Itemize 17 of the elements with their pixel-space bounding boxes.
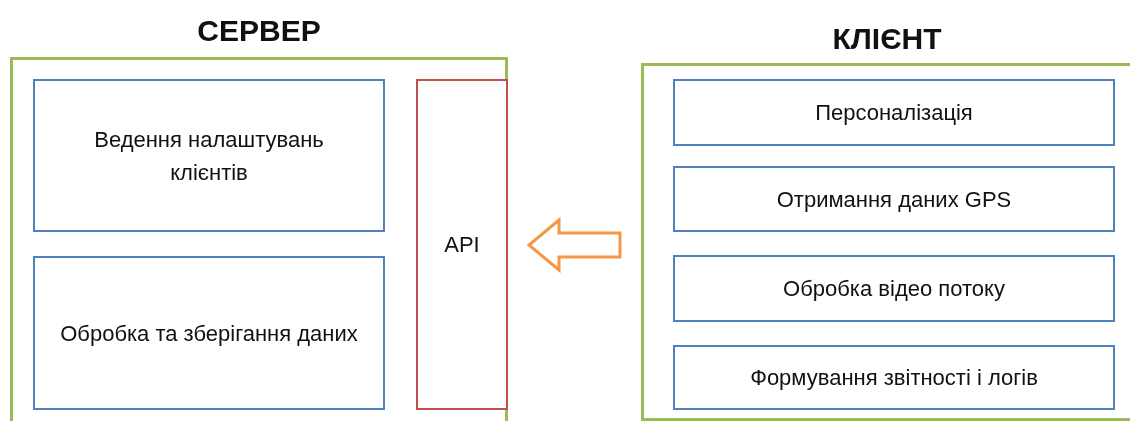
- box-label: Отримання даних GPS: [776, 185, 1012, 214]
- process-box: [33, 79, 385, 232]
- group-title: КЛІЄНТ: [832, 22, 942, 56]
- box-label: Формування звітності і логів: [750, 364, 1038, 392]
- process-box: [673, 166, 1115, 232]
- process-box: [673, 79, 1115, 146]
- group-title: СЕРВЕР: [197, 14, 321, 48]
- box-label: Обробка відео потоку: [783, 275, 1005, 303]
- process-box: [416, 79, 508, 410]
- box-label: Персоналізація: [815, 99, 973, 127]
- process-box: [33, 256, 385, 410]
- box-label: API: [444, 231, 480, 259]
- box-label: Обробка та зберігання даних: [60, 319, 358, 348]
- process-box: [673, 345, 1115, 410]
- box-label: Ведення налаштувань клієнтів: [93, 125, 325, 187]
- process-box: [673, 255, 1115, 322]
- block-arrow: [526, 216, 622, 274]
